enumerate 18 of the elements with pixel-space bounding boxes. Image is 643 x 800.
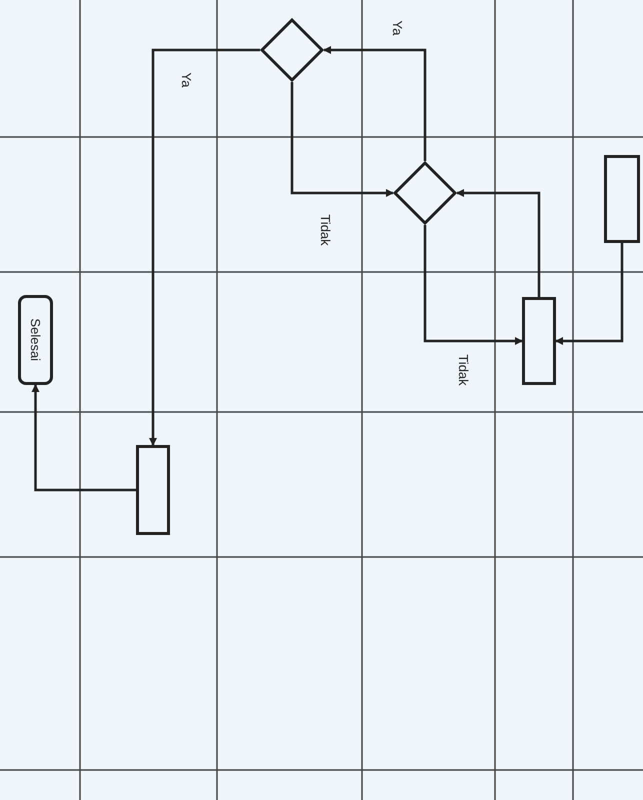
edge-label: Tidak xyxy=(316,214,334,246)
arrow xyxy=(424,225,523,345)
arrow xyxy=(290,82,394,197)
process-box xyxy=(136,445,170,535)
terminator-box xyxy=(18,295,53,385)
decision-diamond xyxy=(260,18,324,82)
edge-label: Tidak xyxy=(454,354,472,386)
process-box xyxy=(604,155,640,243)
edge-label: Ya xyxy=(388,20,406,36)
arrow xyxy=(323,46,426,161)
arrow xyxy=(32,384,136,492)
edge-label: Ya xyxy=(178,72,195,88)
arrow xyxy=(555,243,624,345)
node-label: Selesai xyxy=(27,318,44,362)
arrow xyxy=(456,189,540,297)
process-box xyxy=(522,297,556,385)
decision-diamond xyxy=(393,161,457,225)
arrow xyxy=(149,48,260,446)
